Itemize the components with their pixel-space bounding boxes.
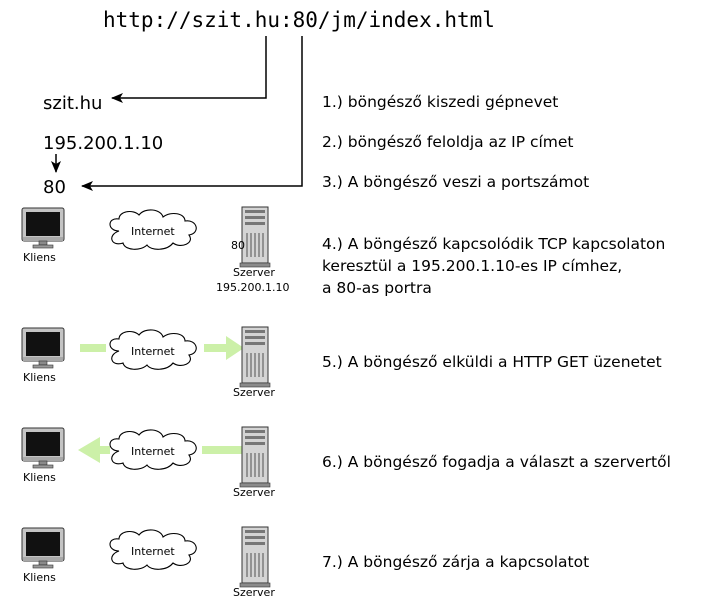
internet-label: Internet <box>131 225 175 238</box>
server-ip-label: 195.200.1.10 <box>216 281 289 294</box>
ip-text: 195.200.1.10 <box>43 133 163 154</box>
server-label: Szerver <box>233 266 275 279</box>
client-monitor-icon <box>21 427 65 469</box>
url-text: http://szit.hu:80/jm/index.html <box>103 8 495 32</box>
server-label: Szerver <box>233 586 275 599</box>
step-5: 5.) A böngésző elküldi a HTTP GET üzenet… <box>322 353 662 371</box>
green-arrow-tail <box>202 446 242 454</box>
client-label: Kliens <box>23 471 56 484</box>
server-icon <box>239 426 271 488</box>
step-4-line-3: a 80-as portra <box>322 279 432 297</box>
host-text: szit.hu <box>43 93 102 114</box>
client-monitor-icon <box>21 527 65 569</box>
row-4: Kliens Internet 80 Szerver 195.200.1.10 … <box>21 206 665 297</box>
client-monitor-icon <box>21 327 65 369</box>
step-2: 2.) böngésző feloldja az IP címet <box>322 133 574 151</box>
arrow-host <box>111 36 267 103</box>
step-3: 3.) A böngésző veszi a portszámot <box>322 173 589 191</box>
client-monitor-icon <box>21 207 65 249</box>
client-label: Kliens <box>23 571 56 584</box>
server-port-label: 80 <box>231 239 245 252</box>
server-label: Szerver <box>233 486 275 499</box>
step-7: 7.) A böngésző zárja a kapcsolatot <box>322 553 589 571</box>
server-icon <box>239 326 271 388</box>
green-arrow-left <box>78 437 110 463</box>
server-icon <box>239 206 271 268</box>
step-6: 6.) A böngésző fogadja a választ a szerv… <box>322 453 671 471</box>
internet-label: Internet <box>131 545 175 558</box>
internet-label: Internet <box>131 345 175 358</box>
internet-label: Internet <box>131 445 175 458</box>
green-arrow-tail <box>80 344 106 352</box>
server-label: Szerver <box>233 386 275 399</box>
green-arrow-right <box>204 336 244 360</box>
client-label: Kliens <box>23 251 56 264</box>
step-4-line-1: 4.) A böngésző kapcsolódik TCP kapcsolat… <box>322 235 665 253</box>
arrow-port <box>81 36 303 191</box>
port-text: 80 <box>43 177 66 198</box>
client-label: Kliens <box>23 371 56 384</box>
server-icon <box>239 526 271 588</box>
row-6: Kliens Internet Szerver 6.) A böngésző f… <box>21 426 671 499</box>
row-5: Kliens Internet Szerver 5.) A böngésző e… <box>21 326 662 399</box>
row-7: Kliens Internet Szerver 7.) A böngésző z… <box>21 526 589 599</box>
step-4-line-2: keresztül a 195.200.1.10-es IP címhez, <box>322 257 622 275</box>
step-1: 1.) böngésző kiszedi gépnevet <box>322 93 558 111</box>
